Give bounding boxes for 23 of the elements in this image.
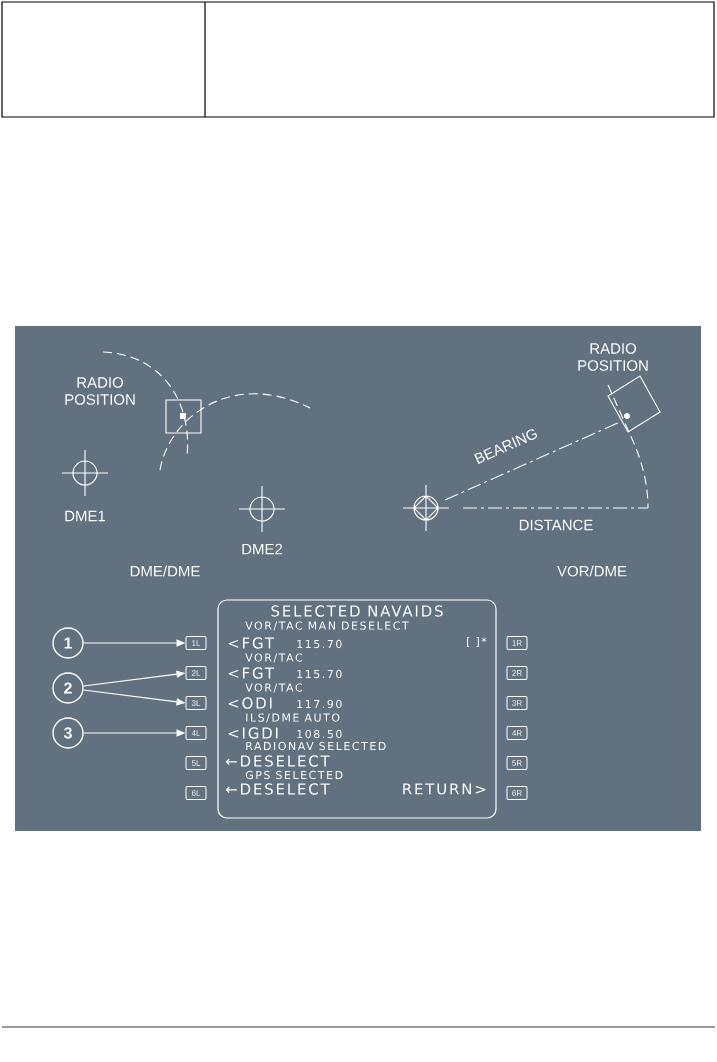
callout-number: 3 (52, 717, 84, 749)
line-select-key: 2R (506, 666, 528, 680)
line-select-key: 3L (185, 696, 207, 710)
callout-number: 2 (52, 672, 84, 704)
line-select-key: 5L (185, 756, 207, 770)
line-select-key: 2L (185, 666, 207, 680)
line-select-key: 6L (185, 786, 207, 800)
diagram-label: DME2 (242, 543, 283, 555)
callout-number: 1 (52, 627, 84, 659)
diagram-label: DME1 (65, 510, 106, 522)
line-select-key: 4R (506, 726, 528, 740)
line-select-key: 4L (185, 726, 207, 740)
diagram-label: DME/DME (130, 565, 200, 577)
line-select-key: 1R (506, 636, 528, 650)
line-select-key: 1L (185, 636, 207, 650)
display-screen: SELECTED NAVAIDS VOR/TAC MAN DESELECT <FGT 115.70 [ ]* VOR/TAC <FGT 115.70 VOR/TAC <ODI 117.90 ILS/DME AUTO <IGDI 108.50 RADIONAV SELECTED ←DESELECT GPS SELECTED ←DESELECT RETURN> (217, 599, 497, 819)
diagram-label: DISTANCE (519, 519, 593, 531)
line-select-key: 5R (506, 756, 528, 770)
line-select-key: 6R (506, 786, 528, 800)
line-select-key: 3R (506, 696, 528, 710)
diagram-label: VOR/DME (557, 565, 627, 577)
diagram-label: RADIO POSITION (578, 343, 648, 371)
diagram-label: RADIO POSITION (65, 377, 135, 405)
